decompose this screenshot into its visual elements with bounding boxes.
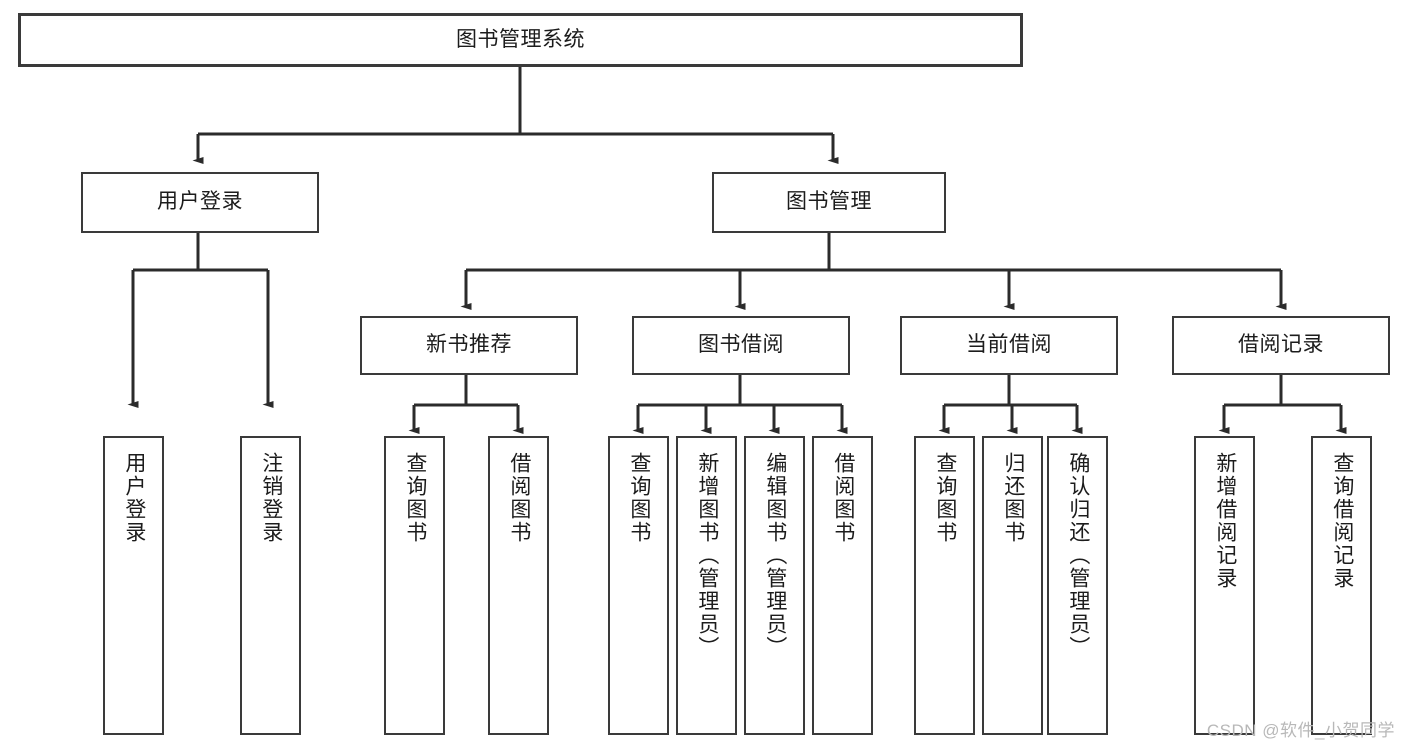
node-leaf-query-record-label: 查询借阅记录 — [1330, 452, 1354, 590]
node-new-book-recommend-label: 新书推荐 — [426, 333, 512, 357]
node-leaf-logout-login-label: 注销登录 — [259, 452, 283, 544]
node-new-book-recommend[interactable]: 新书推荐 — [360, 316, 578, 375]
node-leaf-query-book-2-label: 查询图书 — [627, 452, 651, 544]
node-current-borrow[interactable]: 当前借阅 — [900, 316, 1118, 375]
node-leaf-borrow-book-2[interactable]: 借阅图书 — [812, 436, 873, 735]
node-leaf-borrow-book-1[interactable]: 借阅图书 — [488, 436, 549, 735]
node-leaf-query-record[interactable]: 查询借阅记录 — [1311, 436, 1372, 735]
node-leaf-return-book-label: 归还图书 — [1001, 452, 1025, 544]
node-leaf-query-book-3-label: 查询图书 — [933, 452, 957, 544]
node-book-manage-label: 图书管理 — [786, 190, 872, 214]
node-book-borrow-label: 图书借阅 — [698, 333, 784, 357]
node-root[interactable]: 图书管理系统 — [18, 13, 1023, 67]
node-leaf-add-record-label: 新增借阅记录 — [1213, 452, 1237, 590]
node-borrow-record[interactable]: 借阅记录 — [1172, 316, 1390, 375]
node-leaf-add-book-label: 新增图书（管理员） — [695, 452, 719, 659]
node-leaf-user-login[interactable]: 用户登录 — [103, 436, 164, 735]
node-leaf-return-book[interactable]: 归还图书 — [982, 436, 1043, 735]
node-leaf-logout-login[interactable]: 注销登录 — [240, 436, 301, 735]
node-borrow-record-label: 借阅记录 — [1238, 333, 1324, 357]
node-root-label: 图书管理系统 — [456, 27, 585, 51]
node-leaf-borrow-book-2-label: 借阅图书 — [831, 452, 855, 544]
node-leaf-edit-book[interactable]: 编辑图书（管理员） — [744, 436, 805, 735]
node-user-login-label: 用户登录 — [157, 190, 243, 214]
node-leaf-user-login-label: 用户登录 — [122, 452, 146, 544]
node-user-login[interactable]: 用户登录 — [81, 172, 319, 233]
node-leaf-add-record[interactable]: 新增借阅记录 — [1194, 436, 1255, 735]
node-leaf-add-book[interactable]: 新增图书（管理员） — [676, 436, 737, 735]
node-book-manage[interactable]: 图书管理 — [712, 172, 946, 233]
node-leaf-confirm-return[interactable]: 确认归还（管理员） — [1047, 436, 1108, 735]
node-leaf-confirm-return-label: 确认归还（管理员） — [1066, 452, 1090, 659]
node-leaf-edit-book-label: 编辑图书（管理员） — [763, 452, 787, 659]
csdn-watermark: CSDN @软件_小贺同学 — [1206, 721, 1395, 740]
node-leaf-query-book-1-label: 查询图书 — [403, 452, 427, 544]
node-leaf-query-book-3[interactable]: 查询图书 — [914, 436, 975, 735]
node-leaf-borrow-book-1-label: 借阅图书 — [507, 452, 531, 544]
node-current-borrow-label: 当前借阅 — [966, 333, 1052, 357]
node-book-borrow[interactable]: 图书借阅 — [632, 316, 850, 375]
node-leaf-query-book-1[interactable]: 查询图书 — [384, 436, 445, 735]
node-leaf-query-book-2[interactable]: 查询图书 — [608, 436, 669, 735]
